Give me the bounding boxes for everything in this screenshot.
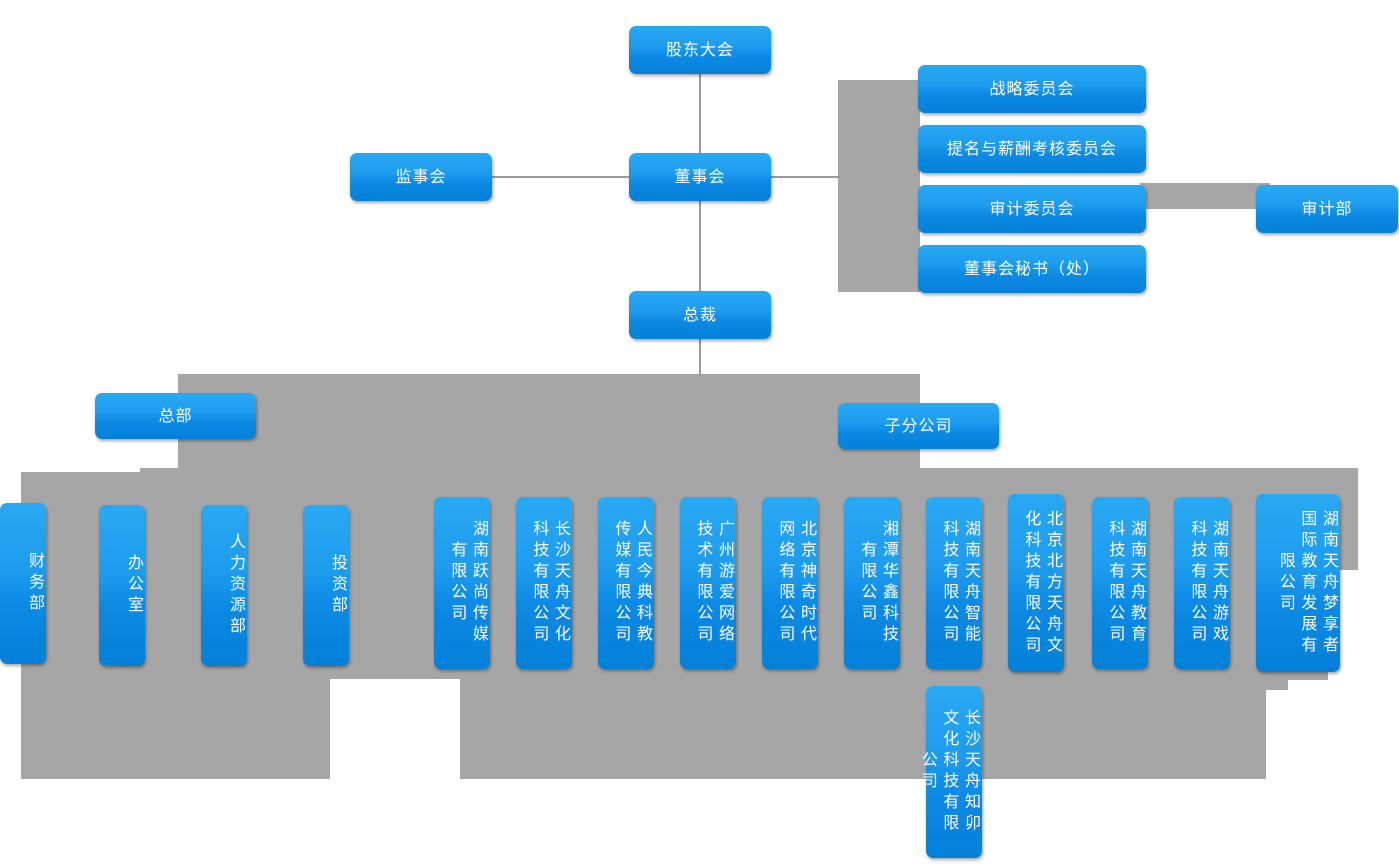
line-board-to-president xyxy=(699,200,701,291)
box-headquarters[interactable]: 总部 xyxy=(95,393,256,439)
box-subsidiary-2[interactable]: 长沙天舟文化科技有限公司 xyxy=(516,497,572,669)
box-label: 北京北方天舟文化科技有限公司 xyxy=(1022,509,1063,657)
box-label: 北京神奇时代网络有限公司 xyxy=(776,520,817,646)
box-dept-human-resources[interactable]: 人力资源部 xyxy=(201,505,247,666)
box-label: 湖南天舟游戏科技有限公司 xyxy=(1188,520,1229,646)
box-shareholders-meeting[interactable]: 股东大会 xyxy=(629,26,771,74)
box-subsidiary-10[interactable]: 湖南天舟游戏科技有限公司 xyxy=(1174,497,1230,669)
box-dept-office[interactable]: 办公室 xyxy=(99,505,145,666)
box-subsidiary-9[interactable]: 湖南天舟教育科技有限公司 xyxy=(1092,497,1148,669)
box-label: 提名与薪酬考核委员会 xyxy=(946,139,1117,158)
box-label: 审计委员会 xyxy=(989,199,1075,218)
box-label: 湖南跃尚传媒有限公司 xyxy=(448,520,489,646)
box-subsidiaries[interactable]: 子分公司 xyxy=(838,403,999,449)
box-label: 湖南天舟教育科技有限公司 xyxy=(1106,520,1147,646)
line-president-to-groups xyxy=(699,338,701,376)
line-shareholders-to-board xyxy=(699,74,701,154)
box-label: 广州游爱网络技术有限公司 xyxy=(694,520,735,646)
scaffold-bottom-strip xyxy=(460,690,1266,779)
box-label: 审计部 xyxy=(1301,199,1353,218)
box-label: 总部 xyxy=(158,406,193,425)
box-label: 战略委员会 xyxy=(989,79,1075,98)
scaffold-committee-bracket xyxy=(838,80,920,292)
box-subsidiary-11[interactable]: 湖南天舟梦享者国际教育发展有限公司 xyxy=(1256,494,1340,672)
box-label: 人民今典科教传媒有限公司 xyxy=(612,520,653,646)
box-label: 湘潭华鑫科技有限公司 xyxy=(858,520,899,646)
scaffold-groups-bar xyxy=(178,374,920,468)
box-label: 投资部 xyxy=(329,554,348,617)
box-label: 总裁 xyxy=(682,305,717,324)
box-label: 长沙天舟知卯文化科技有限公司 xyxy=(918,709,981,835)
box-dept-investment[interactable]: 投资部 xyxy=(303,505,349,666)
box-dept-finance[interactable]: 财务部 xyxy=(0,503,46,664)
box-label: 董事会 xyxy=(674,167,726,186)
box-label: 财务部 xyxy=(26,552,45,615)
box-committee-audit[interactable]: 审计委员会 xyxy=(918,185,1146,233)
notch-top-left xyxy=(0,460,140,472)
box-subsidiary-3[interactable]: 人民今典科教传媒有限公司 xyxy=(598,497,654,669)
box-label: 人力资源部 xyxy=(227,533,246,638)
line-supervisors-to-board xyxy=(492,176,629,178)
box-board-of-directors[interactable]: 董事会 xyxy=(629,153,771,201)
box-subsidiary-6[interactable]: 湘潭华鑫科技有限公司 xyxy=(844,497,900,669)
box-label: 子分公司 xyxy=(884,416,953,435)
box-subsidiary-8[interactable]: 北京北方天舟文化科技有限公司 xyxy=(1008,494,1064,672)
box-board-of-supervisors[interactable]: 监事会 xyxy=(350,153,492,201)
box-committee-nomination-compensation[interactable]: 提名与薪酬考核委员会 xyxy=(918,125,1146,173)
scaffold-audit-connector xyxy=(1140,183,1270,209)
box-label: 董事会秘书（处） xyxy=(963,259,1100,278)
box-committee-strategy[interactable]: 战略委员会 xyxy=(918,65,1146,113)
box-president[interactable]: 总裁 xyxy=(629,291,771,339)
notch-bottom-left xyxy=(330,679,460,781)
box-audit-department[interactable]: 审计部 xyxy=(1256,185,1398,233)
box-subsidiary-row2-1[interactable]: 长沙天舟知卯文化科技有限公司 xyxy=(919,686,982,858)
box-label: 湖南天舟智能科技有限公司 xyxy=(940,520,981,646)
box-subsidiary-1[interactable]: 湖南跃尚传媒有限公司 xyxy=(434,497,490,669)
box-label: 监事会 xyxy=(395,167,447,186)
box-label: 办公室 xyxy=(125,554,144,617)
box-board-secretary-office[interactable]: 董事会秘书（处） xyxy=(918,245,1146,293)
box-label: 长沙天舟文化科技有限公司 xyxy=(530,520,571,646)
box-label: 湖南天舟梦享者国际教育发展有限公司 xyxy=(1276,509,1339,657)
box-subsidiary-4[interactable]: 广州游爱网络技术有限公司 xyxy=(680,497,736,669)
box-label: 股东大会 xyxy=(665,40,734,59)
line-board-to-committees xyxy=(770,176,840,178)
box-subsidiary-5[interactable]: 北京神奇时代网络有限公司 xyxy=(762,497,818,669)
box-subsidiary-7[interactable]: 湖南天舟智能科技有限公司 xyxy=(926,497,982,669)
